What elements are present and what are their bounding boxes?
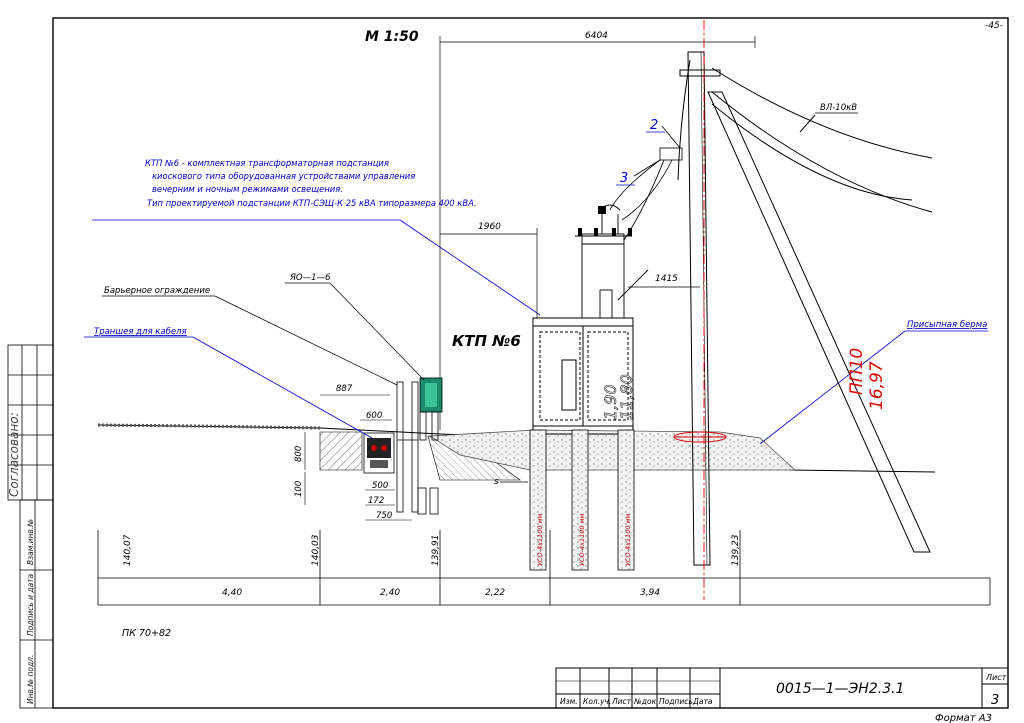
description-line-3: вечерним и ночным режимами освещения. bbox=[152, 184, 343, 194]
dim-100: 100 bbox=[294, 481, 304, 497]
pole-mark-1: ПП10 bbox=[847, 348, 867, 395]
description-line-4: Тип проектируемой подстанции КТП-СЭЩ-К 2… bbox=[147, 198, 476, 208]
substation-name: КТП №6 bbox=[452, 332, 521, 350]
callout-yao bbox=[285, 282, 425, 381]
tb-col-kolich: Кол.уч. bbox=[583, 697, 611, 706]
callout-barrier-label: Барьерное ограждение bbox=[104, 286, 210, 296]
overhead-line bbox=[711, 67, 933, 213]
distance-1: 4,40 bbox=[222, 588, 242, 598]
distance-4: 3,94 bbox=[640, 588, 660, 598]
scale-label: М 1:50 bbox=[365, 29, 419, 45]
description-line-2: киоскового типа оборудованная устройства… bbox=[152, 171, 415, 181]
soil-left bbox=[319, 431, 363, 471]
tb-col-list: Лист bbox=[611, 697, 632, 706]
dimension-total: 6404 bbox=[585, 31, 608, 41]
callout-berm bbox=[759, 330, 988, 445]
dim-800: 800 bbox=[294, 446, 304, 462]
title-block bbox=[555, 667, 1009, 709]
kiosk-mark-2: 11,80 bbox=[617, 374, 636, 420]
trench-dimensions bbox=[304, 394, 412, 521]
dimension-6404 bbox=[439, 36, 756, 430]
description-leader-diag bbox=[399, 219, 541, 316]
tb-col-date: Дата bbox=[692, 697, 713, 706]
tb-col-sign: Подпись bbox=[659, 697, 693, 706]
dimension-1960 bbox=[440, 228, 538, 318]
chainage: ПК 70+82 bbox=[122, 628, 171, 639]
foundation-piles bbox=[529, 429, 635, 571]
callout-barrier bbox=[102, 295, 398, 386]
pole bbox=[677, 51, 721, 566]
s-marker: s bbox=[494, 477, 499, 487]
callout-trench bbox=[84, 336, 373, 439]
dimension-1415-label: 1415 bbox=[655, 274, 678, 284]
distance-2: 2,40 bbox=[380, 588, 400, 598]
callout-trench-label: Траншея для кабеля bbox=[94, 327, 187, 337]
stamp-field-replacement: Взам.инв.№ bbox=[26, 519, 35, 565]
page-number: -45- bbox=[985, 21, 1003, 31]
tb-col-izm: Изм. bbox=[560, 697, 578, 706]
barrier-fence bbox=[396, 381, 419, 513]
line-label: ВЛ-10кВ bbox=[820, 103, 857, 113]
pole-mark-2: 16,97 bbox=[867, 361, 887, 410]
dim-172: 172 bbox=[368, 496, 384, 506]
stamp-field-inventory: Инв.№ подл. bbox=[26, 655, 35, 704]
dim-750: 750 bbox=[376, 511, 392, 521]
kiosk-mark-1: 1,90 bbox=[601, 384, 620, 420]
dim-500: 500 bbox=[372, 481, 388, 491]
yao-post-footings bbox=[417, 411, 439, 515]
tb-col-doc: №док. bbox=[633, 697, 659, 706]
elevation-4: 139,23 bbox=[731, 534, 741, 566]
side-stamp bbox=[7, 344, 54, 709]
format-label: Формат А3 bbox=[935, 713, 992, 723]
pile-label-3: УСО-4х1100 мм bbox=[624, 514, 632, 566]
elevation-3: 139,91 bbox=[431, 535, 441, 567]
equipment-mark-3: 3 bbox=[620, 171, 628, 186]
elevation-1: 140,07 bbox=[123, 534, 133, 566]
pole-base-mark bbox=[673, 431, 727, 443]
profile-table bbox=[97, 530, 991, 606]
sheet-number: 3 bbox=[991, 693, 999, 708]
callout-berm-label: Присыпная берма bbox=[907, 320, 987, 330]
yao-box-door bbox=[425, 383, 437, 407]
dim-887: 887 bbox=[336, 384, 353, 394]
drop-wires bbox=[609, 125, 683, 221]
distance-3: 2,22 bbox=[485, 588, 505, 598]
pile-label-2: УСО-4х1100 мм bbox=[578, 514, 586, 566]
equipment-mark-2: 2 bbox=[650, 118, 658, 133]
stamp-field-signature: Подпись и дата bbox=[26, 573, 35, 636]
brace-pole bbox=[707, 91, 931, 553]
document-code: 0015—1—ЭН2.3.1 bbox=[776, 681, 904, 697]
description-block: КТП №6 - комплектная трансформаторная по… bbox=[145, 158, 476, 208]
cable-trench bbox=[363, 432, 395, 474]
description-line-1: КТП №6 - комплектная трансформаторная по… bbox=[145, 158, 389, 168]
insulators bbox=[578, 206, 632, 236]
pile-label-1: УСО-4х1100 мм bbox=[536, 514, 544, 566]
callout-yao-label: ЯО—1—6 bbox=[289, 273, 331, 283]
stamp-agreed: Согласовано: bbox=[7, 412, 21, 497]
elevation-2: 140,03 bbox=[311, 534, 321, 566]
dimension-1960-label: 1960 bbox=[478, 222, 501, 232]
sheet-label: Лист bbox=[985, 673, 1007, 682]
dim-600: 600 bbox=[366, 411, 382, 421]
